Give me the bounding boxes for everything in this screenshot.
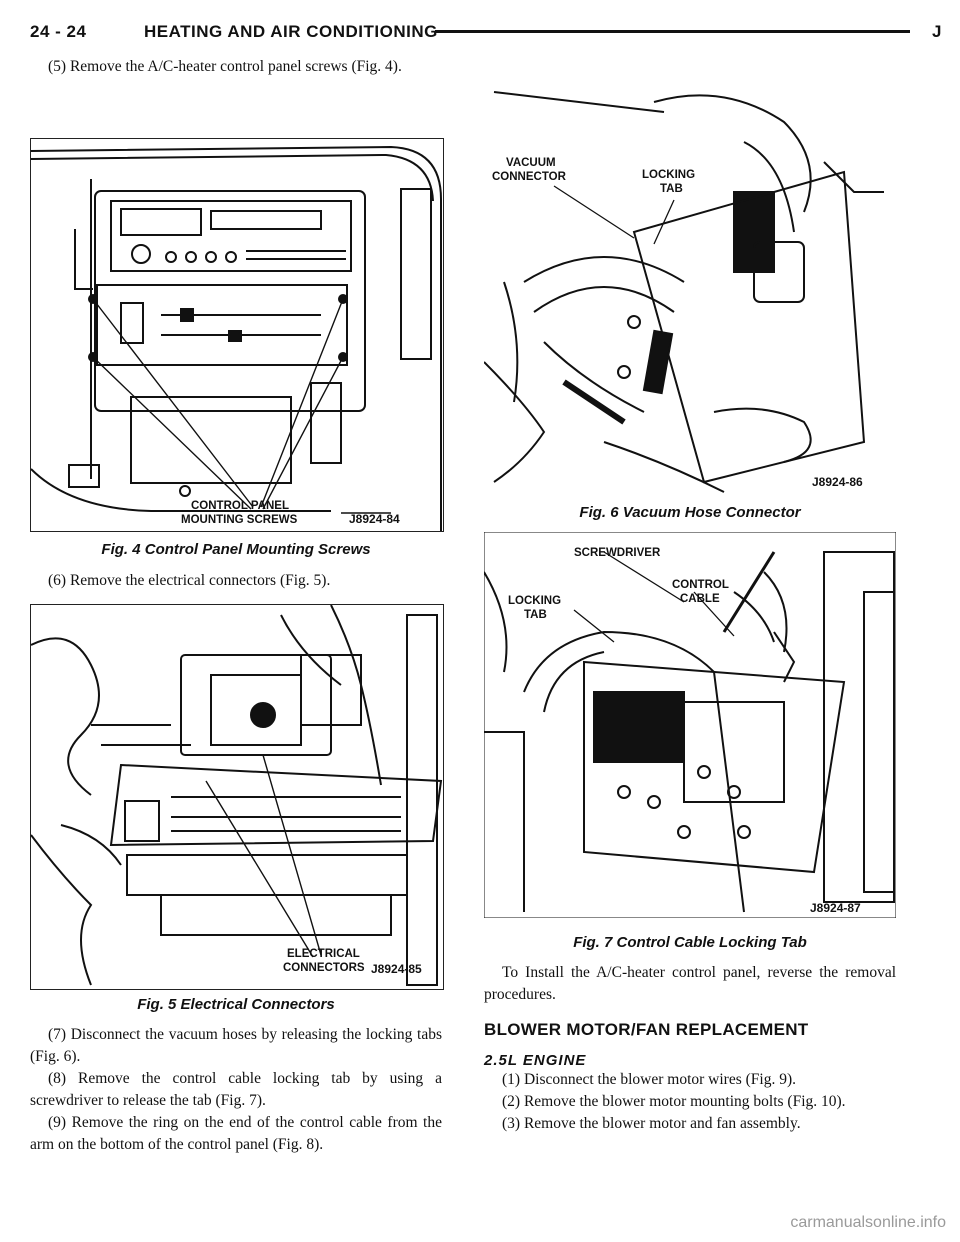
figure-7-illustration: SCREWDRIVER CONTROL CABLE LOCKING TAB J8… xyxy=(484,532,896,918)
figure-5-illustration: ELECTRICAL CONNECTORS J8924-85 xyxy=(31,605,443,986)
fig5-callout-line1: ELECTRICAL xyxy=(287,948,360,960)
watermark: carmanualsonline.info xyxy=(790,1214,946,1231)
page-number: 24 - 24 xyxy=(30,22,87,41)
right-step-2-text: (2) Remove the blower motor mounting bol… xyxy=(502,1093,846,1110)
install-text: To Install the A/C-heater control panel,… xyxy=(484,964,896,1003)
right-step-1-text: (1) Disconnect the blower motor wires (F… xyxy=(502,1071,797,1088)
fig7-caption: Fig. 7 Control Cable Locking Tab xyxy=(573,934,807,951)
page-header: 24 - 24 HEATING AND AIR CONDITIONING J xyxy=(30,8,942,48)
figure-6-illustration: VACUUM CONNECTOR LOCKING TAB J8924-86 xyxy=(484,91,884,493)
left-step6-block: (6) Remove the electrical connectors (Fi… xyxy=(30,570,442,592)
fig5-callout-line2: CONNECTORS xyxy=(283,962,365,974)
fig5-caption: Fig. 5 Electrical Connectors xyxy=(137,996,335,1013)
left-step5-block: (5) Remove the A/C-heater control panel … xyxy=(30,56,442,78)
figure-4: CONTROL PANEL MOUNTING SCREWS J8924-84 xyxy=(30,138,444,532)
fig7-figure-id: J8924-87 xyxy=(810,901,861,915)
figure-7: SCREWDRIVER CONTROL CABLE LOCKING TAB J8… xyxy=(484,532,896,918)
step-6-text: (6) Remove the electrical connectors (Fi… xyxy=(48,572,331,589)
fig7-callout-control-1: CONTROL xyxy=(672,579,729,591)
fig4-callout-line2: MOUNTING SCREWS xyxy=(181,514,298,526)
right-step-3-text: (3) Remove the blower motor and fan asse… xyxy=(502,1115,801,1132)
fig7-callout-locking-2: TAB xyxy=(524,609,547,621)
step-7-text: (7) Disconnect the vacuum hoses by relea… xyxy=(30,1026,442,1065)
fig7-callout-screwdriver: SCREWDRIVER xyxy=(574,547,661,559)
fig6-figure-id: J8924-86 xyxy=(812,475,863,489)
step-5-text: (5) Remove the A/C-heater control panel … xyxy=(48,58,402,75)
header-rule xyxy=(435,30,910,33)
fig6-callout-vacuum-1: VACUUM xyxy=(506,157,556,169)
figure-6: VACUUM CONNECTOR LOCKING TAB J8924-86 xyxy=(484,82,896,496)
figure-4-illustration: CONTROL PANEL MOUNTING SCREWS J8924-84 xyxy=(31,145,442,531)
subsection-heading: 2.5L ENGINE xyxy=(484,1052,587,1069)
fig5-figure-id: J8924-85 xyxy=(371,962,422,976)
right-text-block: To Install the A/C-heater control panel,… xyxy=(484,962,896,1135)
step-9-text: (9) Remove the ring on the end of the co… xyxy=(30,1114,442,1153)
fig6-callout-locking-1: LOCKING xyxy=(642,169,695,181)
section-heading: BLOWER MOTOR/FAN REPLACEMENT xyxy=(484,1020,809,1039)
fig6-callout-locking-2: TAB xyxy=(660,183,683,195)
fig4-callout-line1: CONTROL PANEL xyxy=(191,500,289,512)
fig7-callout-control-2: CABLE xyxy=(680,593,720,605)
figure-5: ELECTRICAL CONNECTORS J8924-85 xyxy=(30,604,444,990)
fig6-caption: Fig. 6 Vacuum Hose Connector xyxy=(579,504,801,521)
fig4-caption: Fig. 4 Control Panel Mounting Screws xyxy=(101,541,371,558)
left-steps-7-9-block: (7) Disconnect the vacuum hoses by relea… xyxy=(30,1024,442,1156)
step-8-text: (8) Remove the control cable locking tab… xyxy=(30,1070,442,1109)
edition-letter: J xyxy=(932,22,942,41)
fig6-callout-vacuum-2: CONNECTOR xyxy=(492,171,567,183)
fig7-callout-locking-1: LOCKING xyxy=(508,595,561,607)
fig4-figure-id: J8924-84 xyxy=(349,512,400,526)
section-title: HEATING AND AIR CONDITIONING xyxy=(144,22,438,41)
